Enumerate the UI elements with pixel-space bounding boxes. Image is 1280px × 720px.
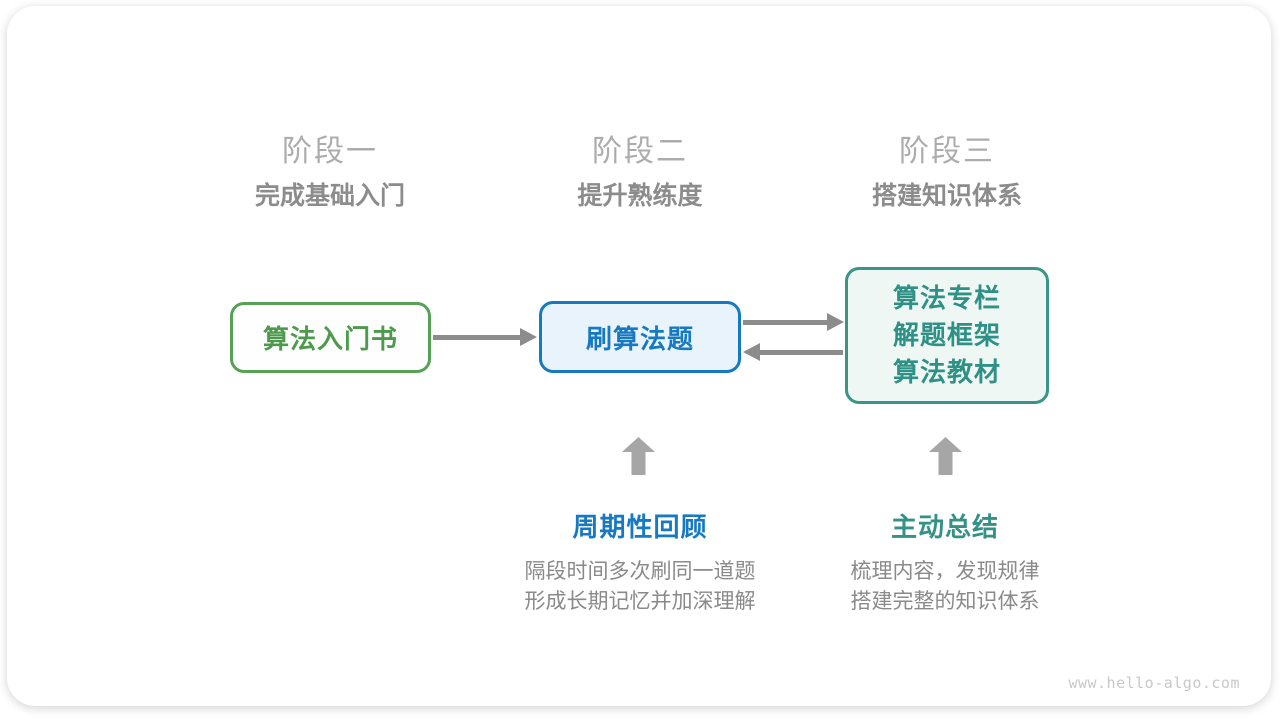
- node-practice-problems: 刷算法题: [539, 301, 741, 373]
- arrow-line: [743, 320, 828, 325]
- stage-3-subtitle: 搭建知识体系: [871, 182, 1022, 210]
- up-arrow-icon: [929, 437, 962, 475]
- stage-2-subtitle: 提升熟练度: [577, 182, 703, 210]
- stage-3-title: 阶段三: [899, 135, 995, 168]
- annotation-active-summary-desc: 梳理内容，发现规律 搭建完整的知识体系: [785, 557, 1105, 617]
- node-knowledge-line-1: 算法专栏: [892, 283, 1001, 313]
- up-arrow-icon: [622, 437, 655, 475]
- arrow-line: [433, 335, 521, 340]
- node-practice-problems-label: 刷算法题: [585, 323, 694, 354]
- stage-2-title: 阶段二: [592, 135, 688, 168]
- stage-1-subtitle: 完成基础入门: [254, 182, 405, 210]
- arrow-line: [759, 350, 843, 355]
- annotation-periodic-review-desc: 隔段时间多次刷同一道题 形成长期记忆并加深理解: [480, 557, 800, 617]
- annotation-periodic-review-title: 周期性回顾: [572, 512, 708, 542]
- desc-line: 搭建完整的知识体系: [850, 590, 1040, 613]
- desc-line: 隔段时间多次刷同一道题: [524, 560, 756, 583]
- node-algorithm-intro-book-label: 算法入门书: [262, 324, 398, 354]
- node-algorithm-intro-book: 算法入门书: [230, 302, 431, 373]
- stage-1-title: 阶段一: [282, 135, 378, 168]
- arrow-head-right-icon: [520, 328, 537, 346]
- desc-line: 形成长期记忆并加深理解: [524, 590, 756, 613]
- arrow-head-right-icon: [827, 313, 844, 331]
- node-knowledge-line-2: 解题框架: [892, 320, 1001, 350]
- desc-line: 梳理内容，发现规律: [850, 560, 1040, 583]
- watermark: www.hello-algo.com: [1068, 674, 1240, 692]
- arrow-head-left-icon: [743, 343, 760, 361]
- annotation-active-summary-title: 主动总结: [890, 512, 999, 542]
- node-knowledge-system: 算法专栏 解题框架 算法教材: [845, 267, 1049, 404]
- node-knowledge-line-3: 算法教材: [892, 357, 1001, 387]
